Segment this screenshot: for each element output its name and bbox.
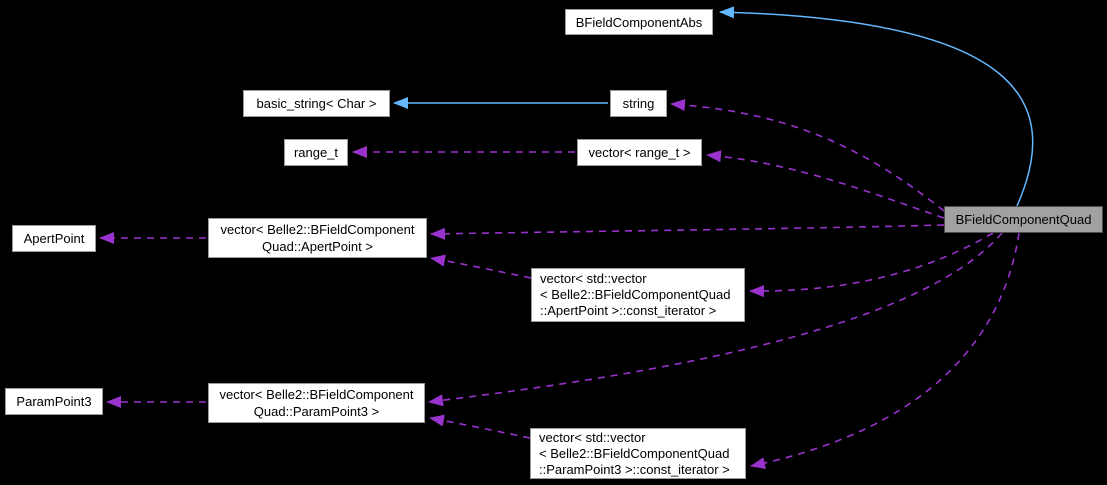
node-label: BFieldComponentAbs [575,14,703,30]
node-vector-parampoint3-const-iterator[interactable]: vector< std::vector < Belle2::BFieldComp… [530,428,746,479]
node-bfieldcomponentquad-current: BFieldComponentQuad [944,206,1103,233]
node-label-line: Quad::ParamPoint3 > [253,404,380,419]
edge-main-to-iterapert [749,232,994,298]
edge-main-to-string [670,98,945,212]
node-basic-string-char[interactable]: basic_string< Char > [243,90,390,117]
node-label-line: vector< std::vector [539,429,646,445]
edge-main-to-vectorranget [706,150,945,219]
node-bfieldcomponentabs[interactable]: BFieldComponentAbs [565,9,713,35]
node-label-line: < Belle2::BFieldComponentQuad [540,287,731,302]
node-label: ParamPoint3 [16,394,92,409]
node-string[interactable]: string [610,90,667,117]
node-label-line: < Belle2::BFieldComponentQuad [539,445,730,461]
node-vector-parampoint3[interactable]: vector< Belle2::BFieldComponent Quad::Pa… [208,383,425,423]
node-label-line: vector< Belle2::BFieldComponent [220,222,415,237]
node-label: BFieldComponentQuad [955,212,1092,227]
node-vector-range-t[interactable]: vector< range_t > [577,139,702,166]
node-label-line: Quad::ApertPoint > [262,239,373,254]
edge-iterapert-to-vectorapert [430,254,532,279]
node-range-t[interactable]: range_t [284,139,348,166]
node-label: range_t [293,145,339,160]
edge-iterparam-to-vectorparam [429,414,531,439]
node-label-line: vector< std::vector [540,271,647,286]
node-vector-apertpoint-const-iterator[interactable]: vector< std::vector < Belle2::BFieldComp… [531,268,745,322]
node-parampoint3[interactable]: ParamPoint3 [5,388,103,415]
edge-main-to-vectorapert [430,224,945,240]
node-apertpoint[interactable]: ApertPoint [12,225,96,252]
edge-main-to-vectorparam [428,232,1003,407]
node-vector-apertpoint[interactable]: vector< Belle2::BFieldComponent Quad::Ap… [208,218,427,258]
node-label-line: ::ApertPoint >::const_iterator > [540,303,717,318]
node-label: basic_string< Char > [256,96,377,111]
edge-main-to-bfieldcomponentabs [719,6,1034,207]
edge-main-to-iterparam [750,232,1020,470]
node-label: vector< range_t > [588,145,691,160]
node-label-line: vector< Belle2::BFieldComponent [219,387,414,402]
node-label: ApertPoint [23,231,85,246]
node-label: string [622,96,655,111]
node-label-line: ::ParamPoint3 >::const_iterator > [539,461,730,477]
